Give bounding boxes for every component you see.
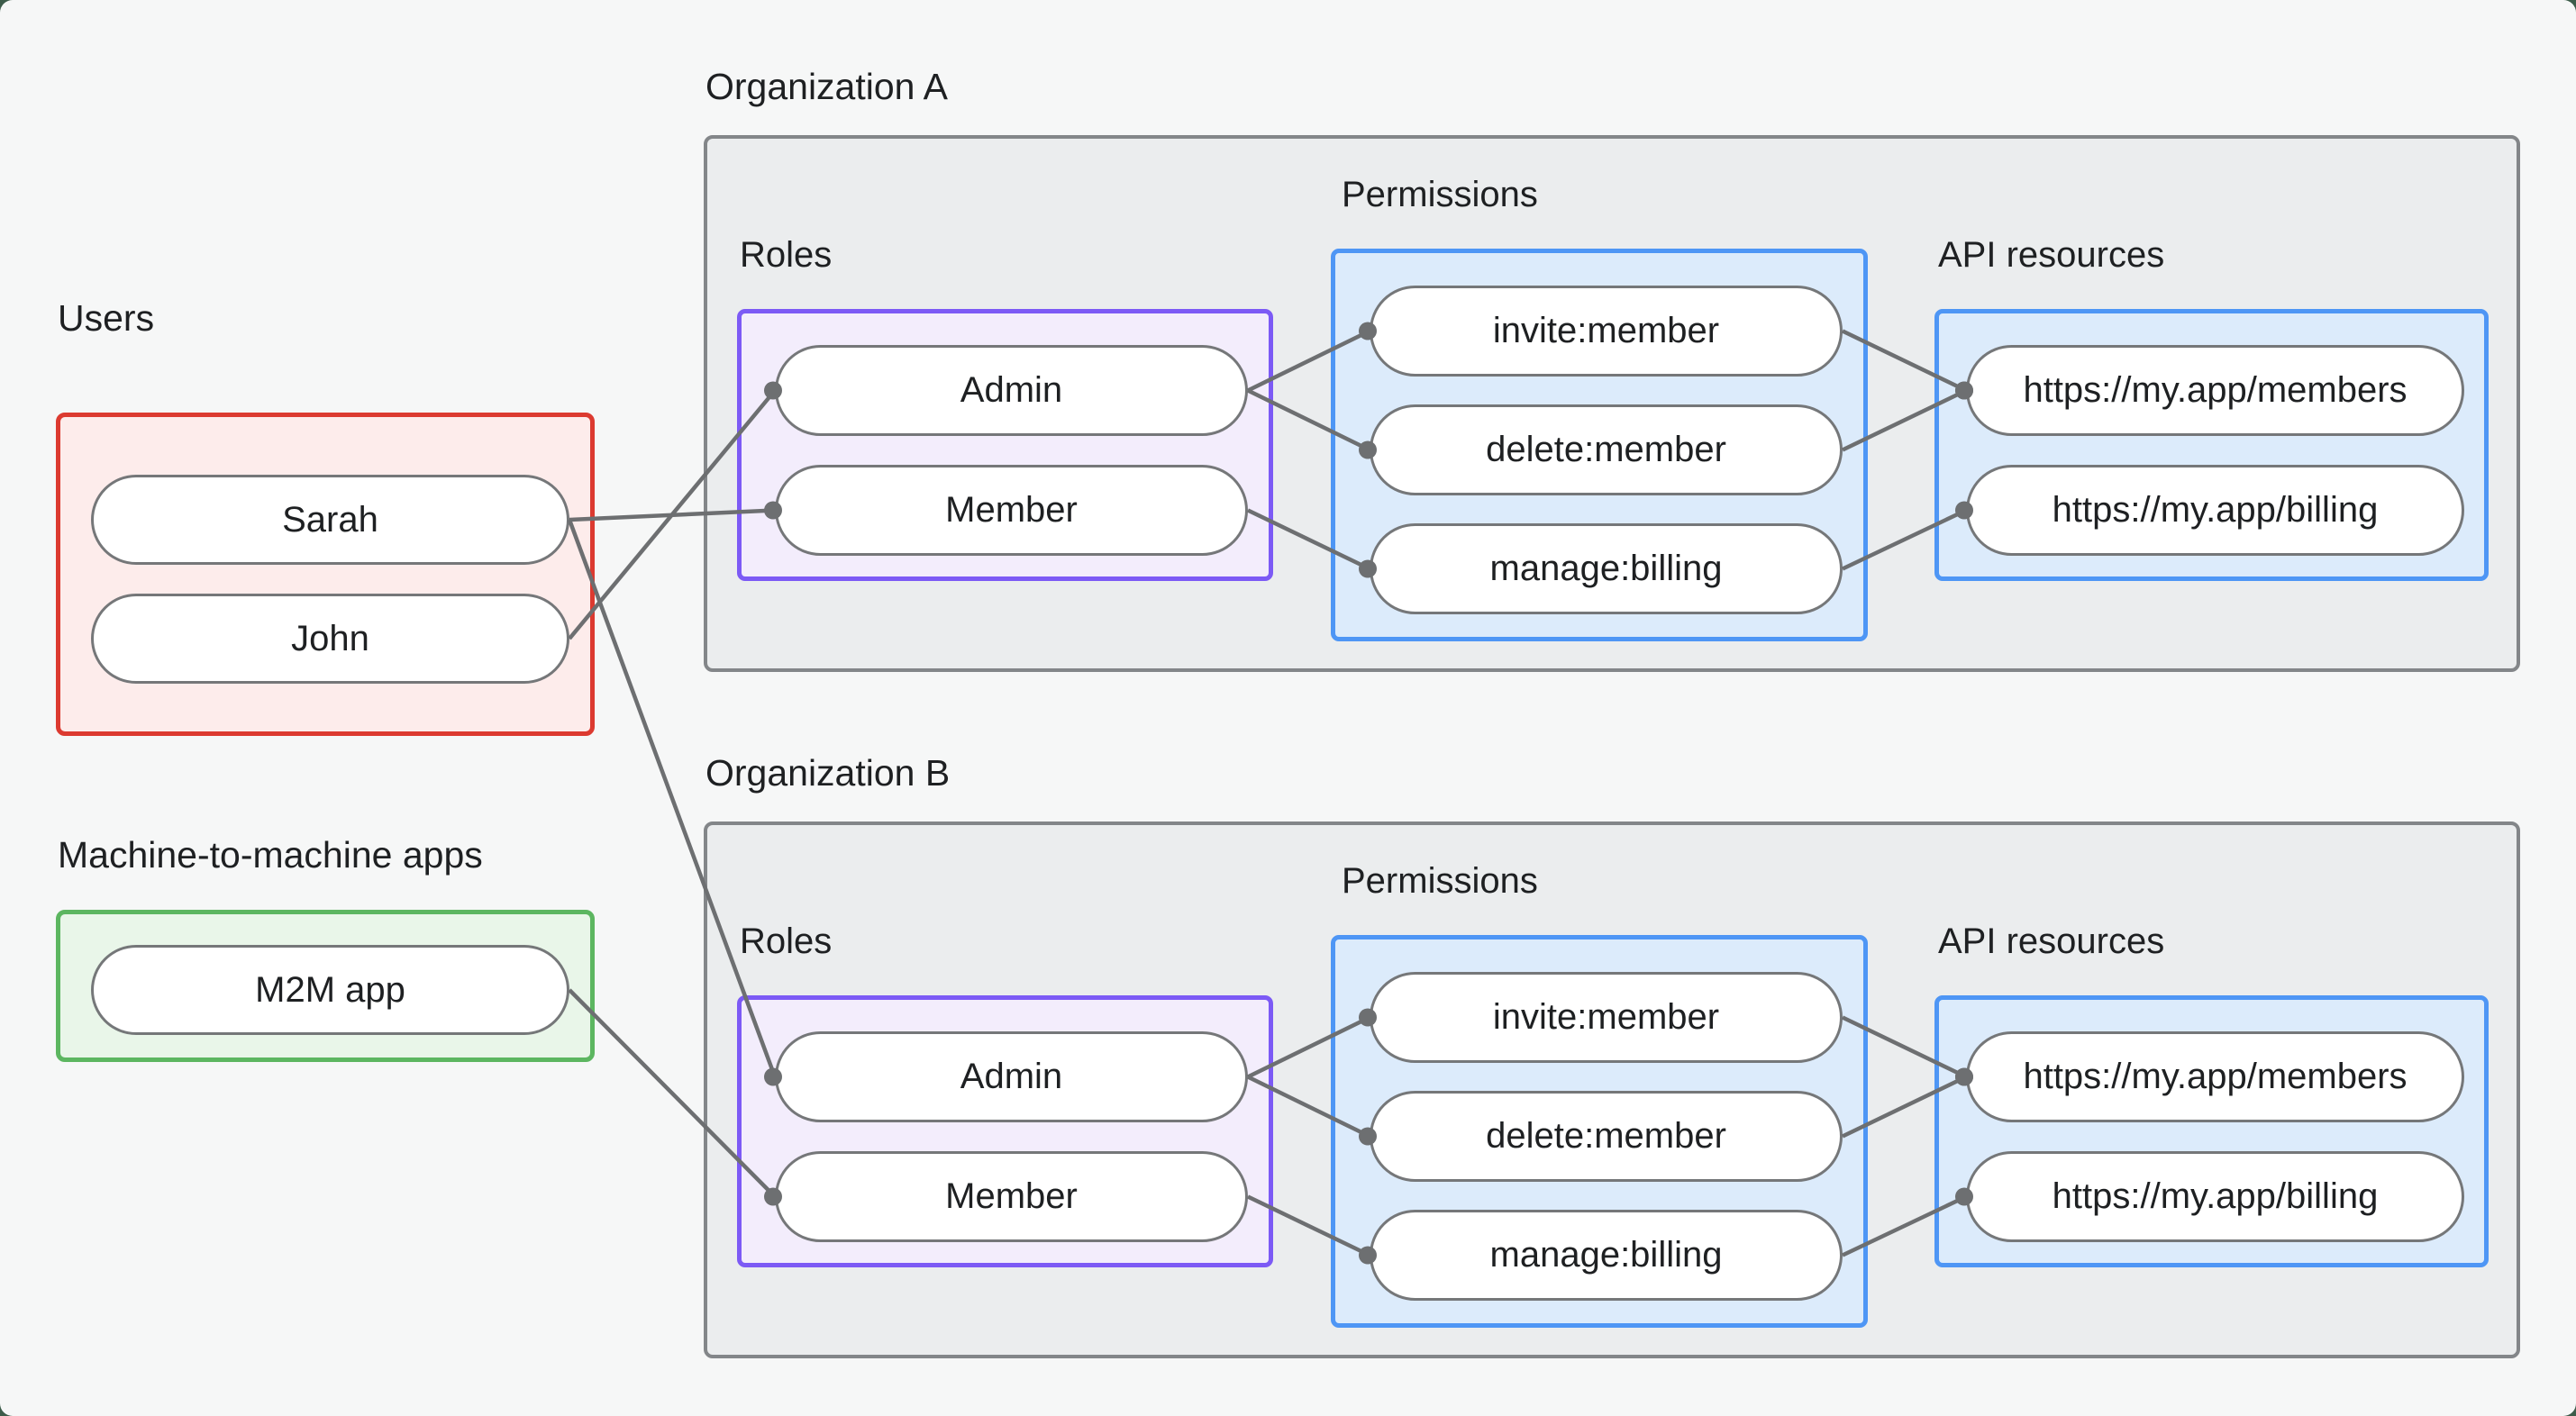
api-resource-node-billing: https://my.app/billing (1966, 1151, 2464, 1242)
org-b-section: Organization B Roles Admin Member Permis… (704, 752, 2520, 1358)
org-b-title: Organization B (705, 752, 951, 794)
role-node-admin: Admin (775, 1031, 1248, 1122)
user-node-john: John (91, 594, 569, 684)
org-b-api-resources-label: API resources (1938, 921, 2165, 961)
org-a-api-resources-box: https://my.app/members https://my.app/bi… (1934, 309, 2489, 581)
api-resource-node-members: https://my.app/members (1966, 1031, 2464, 1122)
org-a-roles-box: Admin Member (737, 309, 1273, 581)
org-b-permissions-box: invite:member delete:member manage:billi… (1331, 935, 1868, 1328)
api-resource-node-members: https://my.app/members (1966, 345, 2464, 436)
m2m-app-node: M2M app (91, 945, 569, 1035)
permission-node-invite: invite:member (1370, 286, 1843, 377)
org-b-roles-box: Admin Member (737, 995, 1273, 1267)
permission-node-delete: delete:member (1370, 1091, 1843, 1182)
org-a-section: Organization A Roles Admin Member Permis… (704, 66, 2520, 672)
m2m-group-label: Machine-to-machine apps (58, 834, 483, 876)
user-node-sarah: Sarah (91, 475, 569, 565)
m2m-group-box: M2M app (56, 910, 595, 1062)
role-node-member: Member (775, 1151, 1248, 1242)
users-group-box: Sarah John (56, 413, 595, 736)
permission-node-invite: invite:member (1370, 972, 1843, 1063)
users-group-label: Users (58, 297, 155, 339)
permission-node-delete: delete:member (1370, 404, 1843, 495)
permission-node-billing: manage:billing (1370, 523, 1843, 614)
org-b-roles-label: Roles (740, 921, 833, 961)
role-node-member: Member (775, 465, 1248, 556)
org-a-api-resources-label: API resources (1938, 235, 2165, 275)
role-node-admin: Admin (775, 345, 1248, 436)
org-a-roles-label: Roles (740, 235, 833, 275)
org-a-permissions-label: Permissions (1342, 175, 1538, 214)
api-resource-node-billing: https://my.app/billing (1966, 465, 2464, 556)
org-a-permissions-box: invite:member delete:member manage:billi… (1331, 249, 1868, 641)
org-a-title: Organization A (705, 66, 948, 107)
org-b-api-resources-box: https://my.app/members https://my.app/bi… (1934, 995, 2489, 1267)
permission-node-billing: manage:billing (1370, 1210, 1843, 1301)
org-b-permissions-label: Permissions (1342, 861, 1538, 901)
